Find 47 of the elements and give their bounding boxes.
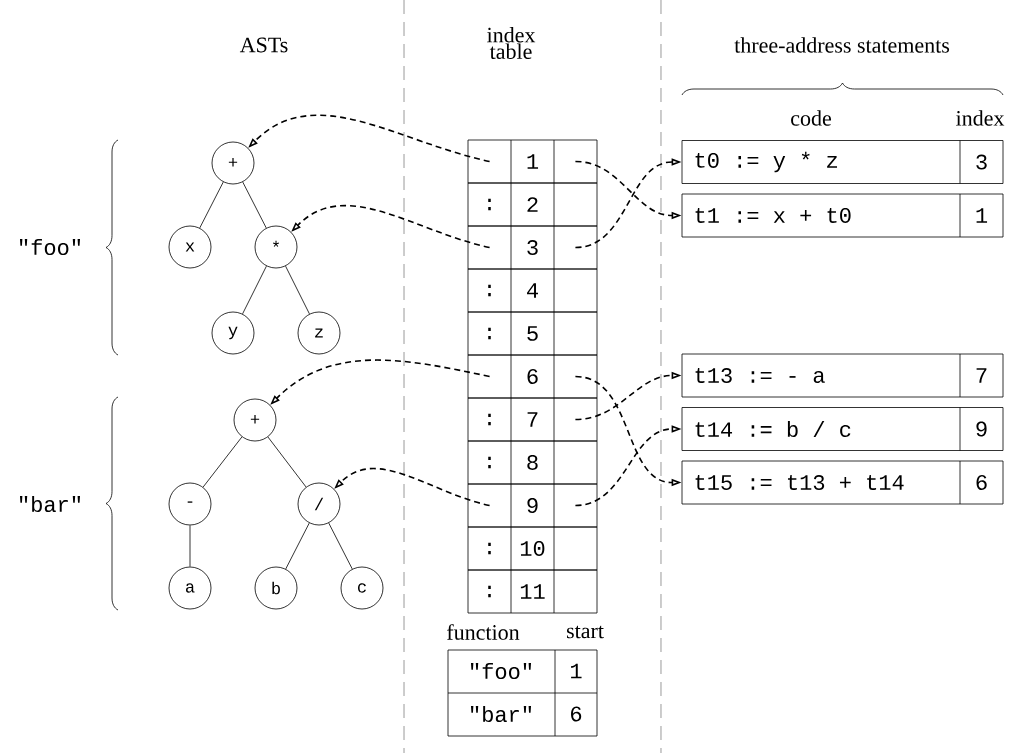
- title: index table: [487, 27, 536, 59]
- tree-edge: [242, 181, 267, 229]
- tree-node: a: [168, 566, 212, 610]
- statement-box: t0 := y * z 3: [681, 140, 1004, 184]
- title: three-address statements: [734, 37, 950, 53]
- tree-edge: [285, 522, 310, 570]
- table-row: : 2: [467, 182, 598, 227]
- tree-edge: [242, 265, 267, 315]
- column-header: function: [447, 624, 520, 640]
- table-row: 6: [467, 354, 598, 399]
- tree-node: +: [233, 398, 277, 442]
- tree-edge: [285, 265, 310, 315]
- statement-box: t1 := x + t0 1: [681, 193, 1004, 238]
- tree-edge: [328, 522, 353, 570]
- tree-node: x: [168, 225, 212, 269]
- statement-box: t15 := t13 + t14 6: [681, 460, 1004, 505]
- table-cell: 6: [571, 706, 582, 722]
- table-row: : 10: [467, 526, 598, 571]
- table-cell: "bar": [471, 705, 531, 723]
- title: ASTs: [239, 37, 288, 53]
- table-row: : 5: [467, 311, 598, 356]
- tree-node: +: [211, 141, 255, 185]
- tree-edge: [202, 436, 243, 488]
- table-cell: 1: [571, 663, 582, 679]
- table-row: : 8: [467, 440, 598, 485]
- table-row: : 4: [467, 268, 598, 313]
- table-row: : 11: [467, 569, 598, 614]
- column-header: start: [567, 625, 604, 639]
- table-row: 1: [467, 139, 598, 184]
- statement-box: t13 := - a 7: [681, 353, 1004, 398]
- group-label: "bar": [20, 495, 80, 513]
- group-label: "foo": [20, 238, 80, 256]
- tree-node: y: [211, 311, 255, 355]
- tree-edge: [189, 525, 191, 567]
- tree-node: -: [168, 482, 212, 526]
- tree-node: c: [340, 566, 384, 610]
- tree-node: z: [297, 311, 341, 355]
- tree-node: b: [254, 566, 298, 610]
- tree-node: /: [297, 482, 341, 526]
- table-cell: "foo": [471, 662, 531, 680]
- table-row: 3: [467, 225, 598, 270]
- table-row: : 7: [467, 397, 598, 442]
- tree-node: *: [254, 225, 298, 269]
- tree-edge: [199, 181, 224, 229]
- table-row: 9: [467, 483, 598, 528]
- tree-edge: [267, 436, 307, 488]
- statement-box: t14 := b / c 9: [681, 407, 1004, 451]
